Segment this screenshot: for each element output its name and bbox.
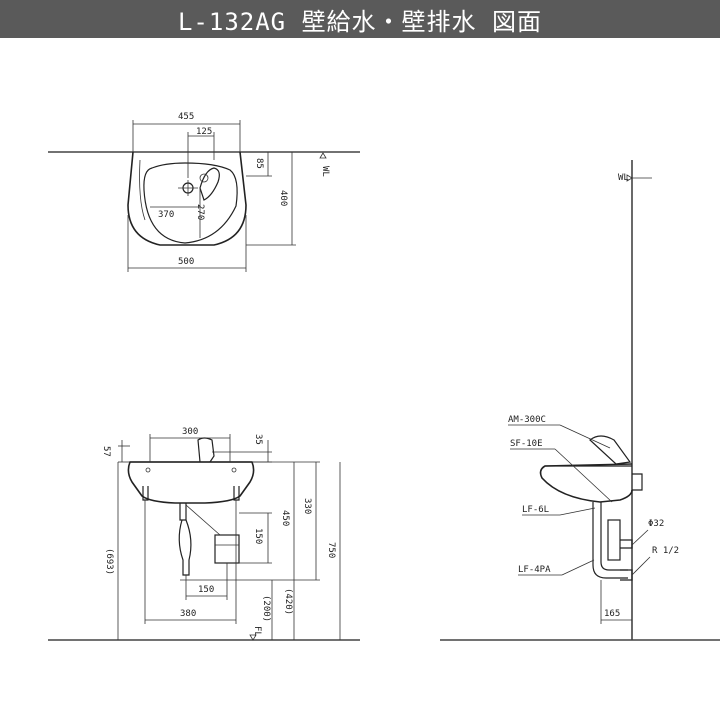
basin-side-outline: [539, 463, 633, 503]
front-trap-pipe: [178, 519, 192, 576]
top-faucet-base: [199, 173, 209, 183]
label-r12: R 1/2: [652, 546, 679, 556]
label-am-300c: AM-300C: [508, 415, 546, 425]
top-faucet: [199, 167, 220, 201]
front-faucet: [197, 437, 215, 463]
dim-693-text: (693): [104, 548, 114, 575]
front-fl-marker: [249, 634, 257, 641]
side-drain-pipe-outer: [592, 502, 628, 579]
dim-35-text: 35: [253, 434, 263, 445]
dim-150v-text: 150: [253, 528, 263, 544]
dim-150h-text: 150: [198, 585, 214, 595]
label-lf-6l: LF-6L: [522, 505, 549, 515]
front-supply-link: [185, 504, 221, 536]
basin-top-bowl: [143, 162, 238, 244]
side-faucet: [589, 435, 632, 465]
front-valve-box: [214, 534, 240, 564]
dim-85-text: 85: [254, 158, 264, 169]
dim-200-text: (200): [261, 595, 271, 622]
front-screw-left: [145, 467, 151, 473]
dim-270-text: 270: [195, 204, 205, 220]
dim-450-text: 450: [280, 510, 290, 526]
dim-750-text: 750: [326, 542, 336, 558]
dim-420-text: (420): [283, 588, 293, 615]
side-wl-label: WL: [618, 173, 629, 183]
dim-125-text: 125: [196, 127, 212, 137]
side-view: WL AM-300C SF-10E LF-6L LF-4PA Φ32 R 1/2: [440, 160, 720, 641]
leader-phi32: [631, 529, 649, 546]
label-lf-4pa: LF-4PA: [518, 565, 551, 575]
dim-165-text: 165: [604, 609, 620, 619]
side-drain-pipe-inner: [600, 502, 628, 571]
dim-300-text: 300: [182, 427, 198, 437]
basin-front-outline: [127, 461, 255, 504]
leader-lf6l-diag: [559, 507, 596, 516]
technical-drawing: WL 455 125 85 400 370: [48, 112, 720, 641]
dim-500-text: 500: [178, 257, 194, 267]
front-bracket-right: [233, 486, 240, 501]
leader-r12: [631, 556, 651, 576]
basin-top-outline: [127, 151, 247, 246]
top-wl-marker: [319, 152, 327, 159]
front-fl-label: FL: [252, 626, 262, 637]
page-title: L-132AG 壁給水・壁排水 図面: [0, 0, 720, 38]
front-bracket-left: [142, 486, 149, 501]
dim-57-text: 57: [101, 446, 111, 457]
side-wl-marker: [626, 174, 633, 182]
dim-455-text: 455: [178, 112, 194, 122]
label-phi32: Φ32: [648, 519, 664, 529]
side-wall-flange: [632, 473, 643, 491]
dim-330-text: 330: [302, 498, 312, 514]
leader-am-diag: [559, 424, 611, 449]
side-supply-stub: [620, 539, 633, 549]
top-wl-label: WL: [320, 166, 330, 177]
basin-top-rim: [139, 159, 146, 221]
side-valve-body: [607, 519, 621, 561]
top-view: WL 455 125 85 400 370: [48, 112, 360, 272]
dim-380-text: 380: [180, 609, 196, 619]
front-drain-outlet: [179, 503, 187, 521]
dim-400-text: 400: [278, 190, 288, 206]
front-view: FL 300 57 35: [48, 427, 360, 641]
label-sf-10e: SF-10E: [510, 439, 543, 449]
dim-370-text: 370: [158, 210, 174, 220]
leader-sf-diag: [554, 448, 613, 503]
leader-lf4pa-diag: [561, 559, 595, 576]
front-screw-right: [231, 467, 237, 473]
